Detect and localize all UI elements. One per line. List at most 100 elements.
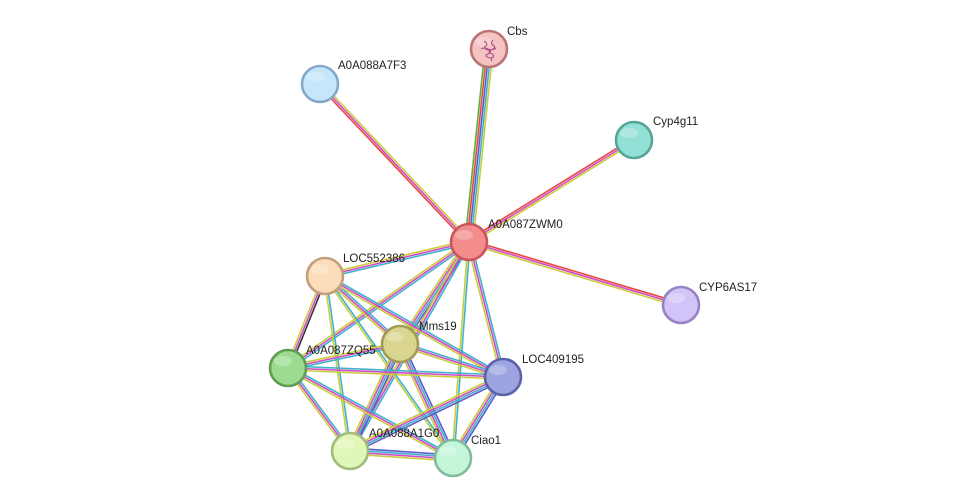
node-label-LOC552386: LOC552386: [343, 253, 405, 265]
label-layer: A0A087ZWM0CbsA0A088A7F3Cyp4g11CYP6AS17LO…: [306, 26, 757, 447]
edge-strand: [319, 83, 470, 243]
edge-strand: [350, 344, 402, 452]
edge-strand: [349, 375, 503, 451]
edge-A0A087ZWM0-Cyp4g11[interactable]: [467, 137, 636, 245]
edge-strand: [468, 48, 490, 243]
node-circle: [483, 357, 523, 397]
node-label-CYP6AS17: CYP6AS17: [699, 282, 757, 294]
edge-strand: [320, 82, 472, 242]
node-A0A088A7F3[interactable]: [300, 64, 340, 104]
edge-strand: [324, 241, 470, 277]
node-circle: [305, 256, 345, 296]
edge-strand: [286, 369, 453, 461]
edge-A0A087ZWM0-LOC552386[interactable]: [324, 239, 470, 279]
node-label-LOC409195: LOC409195: [522, 354, 584, 366]
node-circle: [300, 64, 340, 104]
edge-strand: [323, 277, 503, 380]
edge-strand: [472, 49, 494, 243]
edge-strand: [468, 139, 635, 243]
node-Cbs[interactable]: [469, 29, 509, 69]
edge-strand: [468, 243, 681, 308]
edge-A0A087ZWM0-LOC409195[interactable]: [466, 241, 506, 378]
node-Mms19[interactable]: [380, 324, 420, 364]
edge-strand: [348, 343, 400, 451]
edge-strand: [396, 344, 452, 460]
node-A0A088A1G0[interactable]: [330, 431, 370, 471]
node-LOC552386[interactable]: [305, 256, 345, 296]
node-A0A087ZWM0[interactable]: [449, 222, 489, 262]
node-highlight: [667, 293, 685, 303]
node-label-A0A088A7F3: A0A088A7F3: [338, 60, 406, 72]
node-label-Ciao1: Ciao1: [471, 435, 501, 447]
edge-strand: [470, 49, 492, 243]
node-circle: [661, 285, 701, 325]
node-highlight: [475, 37, 493, 47]
edge-strand: [469, 141, 636, 245]
edge-Mms19-Ciao1[interactable]: [396, 342, 457, 460]
node-Ciao1[interactable]: [433, 438, 473, 478]
edge-strand: [401, 342, 457, 458]
node-highlight: [489, 365, 507, 375]
edge-strand: [468, 241, 504, 378]
edge-strand: [348, 373, 503, 450]
edge-strand: [453, 242, 471, 459]
edge-strand: [350, 378, 505, 455]
node-highlight: [386, 332, 404, 342]
node-circle: [268, 348, 308, 388]
edge-A0A087ZWM0-Cbs[interactable]: [464, 48, 494, 243]
node-label-Cyp4g11: Cyp4g11: [653, 116, 698, 128]
edge-LOC409195-A0A088A1G0[interactable]: [348, 373, 505, 455]
edge-Mms19-A0A088A1G0[interactable]: [346, 342, 404, 453]
edge-strand: [398, 344, 453, 459]
edge-strand: [464, 48, 486, 242]
node-circle: [433, 438, 473, 478]
edge-strand: [466, 48, 488, 242]
edge-strand: [324, 275, 504, 378]
node-layer: [268, 29, 701, 478]
protein-structure-icon: [480, 39, 497, 62]
node-LOC409195[interactable]: [483, 357, 523, 397]
edge-A0A087ZWM0-A0A088A7F3[interactable]: [317, 82, 472, 244]
node-highlight: [311, 264, 329, 274]
node-Cyp4g11[interactable]: [614, 120, 654, 160]
node-circle: [449, 222, 489, 262]
edge-A0A087ZQ55-Ciao1[interactable]: [286, 365, 455, 461]
node-highlight: [439, 446, 457, 456]
node-highlight: [455, 230, 473, 240]
edge-strand: [346, 342, 399, 451]
edge-strand: [287, 367, 504, 378]
edge-strand: [351, 344, 404, 453]
edge-strand: [287, 367, 454, 459]
node-highlight: [306, 72, 324, 82]
node-circle: [330, 431, 370, 471]
node-label-A0A088A1G0: A0A088A1G0: [369, 428, 439, 440]
node-label-Mms19: Mms19: [419, 321, 457, 333]
node-highlight: [620, 128, 638, 138]
edge-strand: [317, 84, 469, 244]
node-circle: [380, 324, 420, 364]
node-label-Cbs: Cbs: [507, 26, 528, 38]
node-highlight: [274, 356, 292, 366]
node-highlight: [336, 439, 354, 449]
edge-LOC552386-A0A088A1G0[interactable]: [323, 275, 352, 452]
edge-A0A087ZWM0-CYP6AS17[interactable]: [468, 239, 682, 308]
node-circle: [614, 120, 654, 160]
edge-strand: [470, 241, 506, 377]
edge-strand: [288, 365, 504, 376]
edge-strand: [466, 242, 502, 378]
edge-strand: [400, 343, 455, 458]
edge-strand: [287, 369, 503, 380]
edge-A0A087ZQ55-LOC409195[interactable]: [287, 365, 504, 380]
edge-strand: [324, 239, 469, 275]
node-CYP6AS17[interactable]: [661, 285, 701, 325]
node-label-A0A087ZWM0: A0A087ZWM0: [488, 219, 563, 231]
edge-strand: [467, 137, 634, 241]
edge-strand: [288, 365, 455, 457]
node-A0A087ZQ55[interactable]: [268, 348, 308, 388]
edge-strand: [325, 273, 505, 376]
edge-LOC552386-LOC409195[interactable]: [323, 273, 505, 380]
edge-strand: [469, 239, 682, 304]
edge-strand: [468, 241, 682, 306]
edge-strand: [323, 276, 350, 452]
